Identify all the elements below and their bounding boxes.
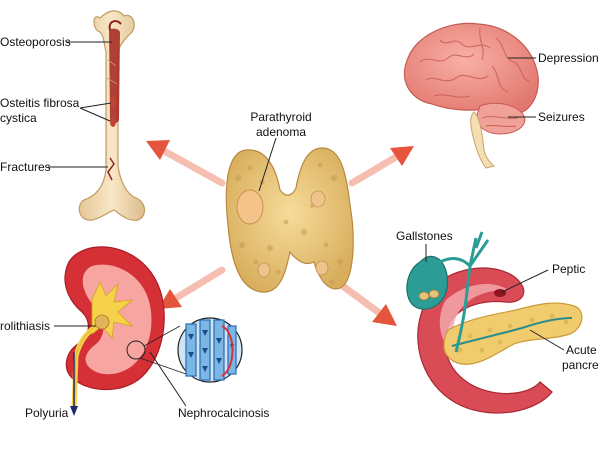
peptic-ulcer xyxy=(494,289,506,297)
label-seizures: Seizures xyxy=(538,110,585,124)
label-depression: Depression xyxy=(538,51,599,65)
thyroid-gland xyxy=(225,137,354,293)
bone-leader-lines xyxy=(48,41,112,168)
label-osteitis-line1: Osteitis fibrosa xyxy=(0,96,80,110)
label-peptic: Peptic xyxy=(552,262,586,276)
label-polyuria: Polyuria xyxy=(25,406,69,420)
gi-leader-lines xyxy=(425,244,565,351)
label-nephrocalcinosis: Nephrocalcinosis xyxy=(178,406,270,420)
brain-leader-lines xyxy=(508,57,536,118)
label-osteitis-line2: cystica xyxy=(0,111,37,125)
arrow-to-kidney xyxy=(158,266,226,309)
label-fractures: Fractures xyxy=(0,160,51,174)
label-acute-line2: pancre xyxy=(562,358,599,372)
label-gallstones: Gallstones xyxy=(396,229,453,243)
label-parathyroid-line1: Parathyroid xyxy=(250,110,312,124)
label-acute-line1: Acute xyxy=(566,343,597,357)
label-parathyroid-line2: adenoma xyxy=(255,125,307,139)
label-urolithiasis: rolithiasis xyxy=(0,319,51,333)
nephrocalcinosis-inset xyxy=(139,317,243,383)
label-osteoporosis: Osteoporosis xyxy=(0,35,71,49)
pancreas xyxy=(443,302,583,365)
adenoma-nodule xyxy=(236,189,264,225)
femur-bone xyxy=(78,10,146,221)
kidney-leader-lines xyxy=(54,325,187,407)
arrow-to-gi xyxy=(336,280,397,326)
gallbladder-ducts xyxy=(406,231,490,353)
arrow-to-brain xyxy=(348,146,414,187)
arrow-to-bone xyxy=(146,140,226,187)
kidney xyxy=(64,246,165,416)
brain xyxy=(403,22,539,169)
